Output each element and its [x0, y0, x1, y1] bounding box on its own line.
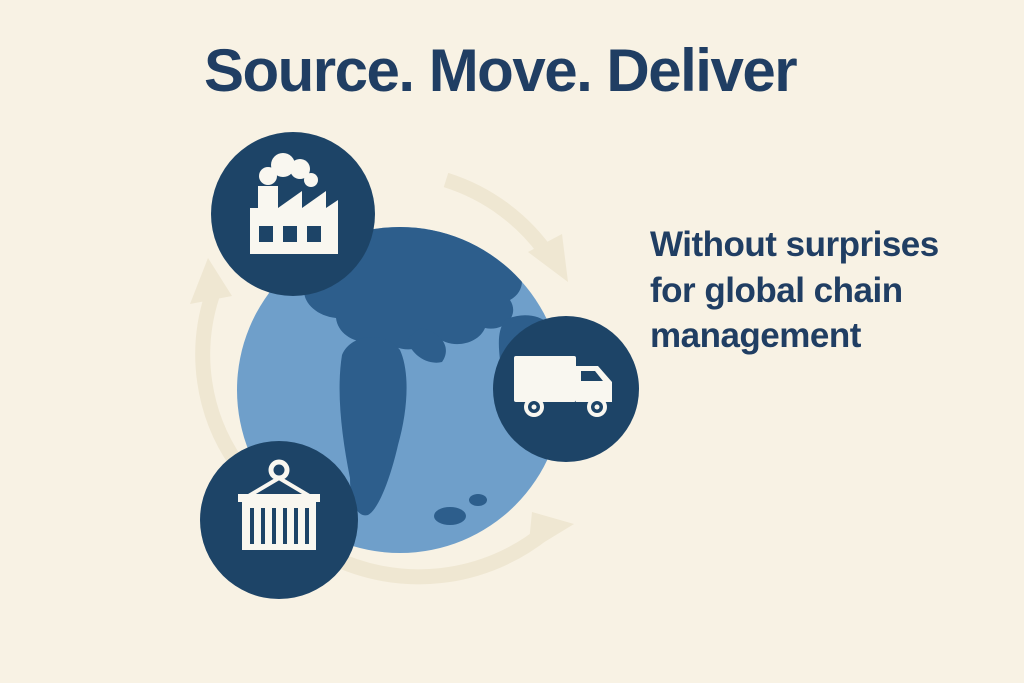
move-node — [493, 316, 639, 462]
page-title: Source. Move. Deliver — [203, 37, 798, 104]
factory-icon — [250, 153, 338, 254]
cycle-arrow-top-right — [443, 172, 568, 282]
cycle-arrows — [190, 172, 574, 585]
cycle-arrow-bottom — [326, 512, 574, 585]
container-icon — [238, 459, 320, 550]
truck-icon — [514, 356, 612, 417]
tagline: Without surprises for global chain manag… — [650, 225, 939, 355]
deliver-node — [200, 441, 358, 599]
source-node — [211, 132, 375, 296]
cycle-arrow-left — [190, 258, 243, 467]
